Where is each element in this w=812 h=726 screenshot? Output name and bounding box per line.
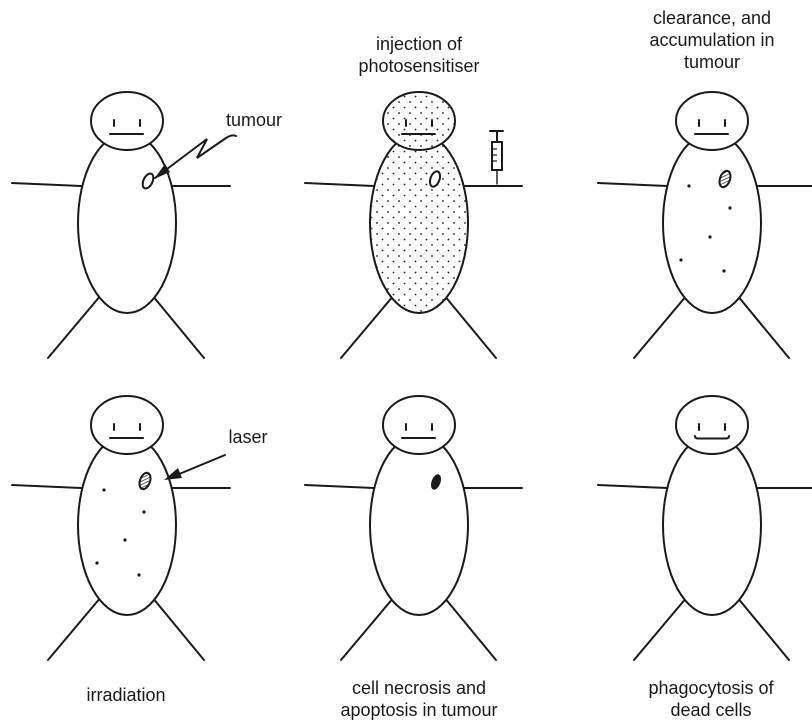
body (78, 435, 176, 615)
body (663, 133, 761, 313)
body-dots (371, 134, 467, 312)
left-arm (305, 183, 374, 186)
figure-accumulation: clearance, and accumulation in tumour (598, 8, 812, 358)
top-label-line-3: tumour (684, 52, 740, 72)
bottom-label-line-2: apoptosis in tumour (340, 700, 497, 720)
left-arm (305, 485, 374, 488)
right-leg (737, 295, 789, 358)
left-leg (634, 295, 687, 358)
top-label-line-2: accumulation in (649, 30, 774, 50)
top-label-line-1: clearance, and (653, 8, 771, 28)
head (91, 396, 163, 454)
head (676, 396, 748, 454)
right-leg (152, 597, 204, 660)
left-leg (634, 597, 687, 660)
left-leg (341, 597, 394, 660)
head-dots (384, 93, 454, 149)
syringe-icon (490, 131, 503, 184)
head (383, 396, 455, 454)
right-leg (444, 295, 496, 358)
figure-necrosis: cell necrosis and apoptosis in tumour (305, 396, 522, 720)
bottom-label-line-1: irradiation (86, 685, 165, 705)
head (676, 92, 748, 150)
figure-irradiation: laser irradiation (12, 396, 268, 705)
laser-label: laser (228, 427, 267, 447)
top-label-line-2: photosensitiser (358, 56, 479, 76)
left-arm (12, 183, 81, 186)
body (78, 133, 176, 313)
head (91, 92, 163, 150)
left-arm (598, 183, 667, 186)
body (370, 435, 468, 615)
figure-injection: injection of photosensitiser (305, 34, 522, 358)
right-leg (444, 597, 496, 660)
left-arm (12, 485, 81, 488)
tumour-label: tumour (226, 110, 282, 130)
top-label-line-1: injection of (376, 34, 463, 54)
right-leg (737, 597, 789, 660)
figure-untreated: tumour (12, 92, 282, 358)
body (663, 435, 761, 615)
tumour-callout: tumour (154, 110, 282, 179)
left-leg (48, 597, 101, 660)
bottom-label-line-2: dead cells (670, 700, 751, 720)
figure-recovered: phagocytosis of dead cells (598, 396, 812, 720)
left-leg (341, 295, 394, 358)
right-leg (152, 295, 204, 358)
left-leg (48, 295, 101, 358)
laser-arrow (164, 455, 225, 480)
bottom-label-line-1: phagocytosis of (648, 678, 774, 698)
left-arm (598, 485, 667, 488)
bottom-label-line-1: cell necrosis and (352, 678, 486, 698)
